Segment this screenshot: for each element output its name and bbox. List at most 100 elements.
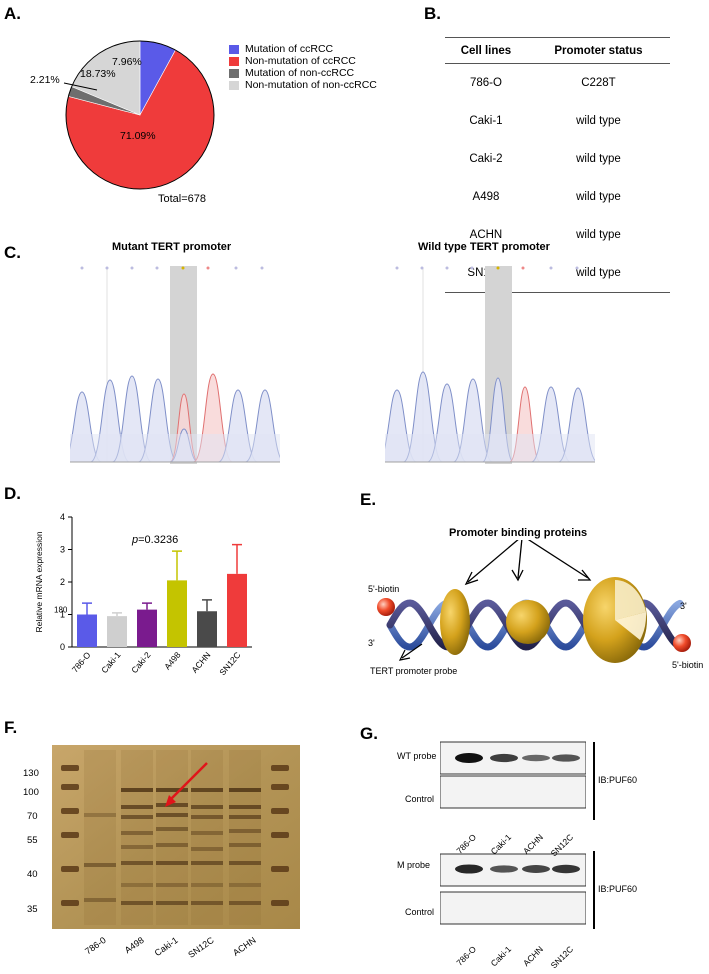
probe-label: TERT promoter probe [370,666,458,676]
chromatogram-wildtype [385,266,595,464]
pie-label-2: 71.09% [120,130,156,142]
base-call-dot [130,266,134,270]
protein-band [191,901,223,905]
biotin-right-label: 5'-biotin [672,660,704,670]
x-tick-label: Caki-2 [129,650,153,675]
protein-band [156,861,188,865]
base-call-dot [521,266,525,270]
protein-band [191,805,223,809]
bar [197,611,217,647]
three-prime-right: 3' [680,601,687,611]
blot-band [552,864,580,874]
protein-band [121,788,153,792]
gel-lane [156,750,188,925]
marker-band [61,832,79,838]
y-tick-label: 2 [60,577,65,587]
marker-band [61,784,79,790]
marker-band [271,808,289,814]
marker-band [271,866,289,872]
marker-band [61,900,79,906]
protein-band [191,861,223,865]
base-call-dot [105,266,109,270]
protein-band [229,805,261,809]
protein-band [156,813,188,817]
protein-band [84,863,116,867]
protein-band [229,861,261,865]
gel-lane [191,750,223,925]
panel-g-label: G. [360,724,378,743]
panel-d-label: D. [4,484,21,503]
row-label-m: M probe [397,860,431,870]
base-call-dot [496,266,500,270]
protein-band [229,829,261,833]
protein-2 [506,600,550,644]
base-call-dot [181,266,185,270]
p-value-annotation: p=0.3236 [131,534,178,546]
gel-lane [229,750,261,925]
base-call-dot [234,266,238,270]
blot-band [455,864,483,874]
y-axis-label: Relative mRNA expression [34,531,44,632]
protein-band [191,831,223,835]
legend-item: Mutation of non-ccRCC [229,67,377,79]
marker-40: 40 [27,869,38,880]
biotin-left-label: 5'-biotin [368,584,400,594]
marker-band [61,808,79,814]
y-tick-label: 4 [60,512,65,522]
protein-1 [440,589,470,655]
blot-band [522,754,550,762]
marker-band [61,866,79,872]
protein-band [121,815,153,819]
base-call-dot [445,266,449,270]
legend-swatch [229,56,239,66]
panel-c-label: C. [4,243,21,262]
marker-55: 55 [27,835,38,846]
marker-130: 130 [23,768,39,779]
panel-f-label: F. [4,718,18,737]
protein-band [229,843,261,847]
protein-band [121,805,153,809]
blot-band [490,753,518,763]
protein-band [191,815,223,819]
pie-chart [63,40,215,190]
marker-band [271,832,289,838]
x-tick-label: Caki-1 [99,650,123,675]
x-tick-label: 786-O [70,650,93,675]
blot-box [440,775,586,809]
protein-band [229,815,261,819]
gel-lane-label: ACHN [231,935,258,958]
protein-band [121,901,153,905]
ib-label-1: IB:PUF60 [598,775,638,785]
table-header: Cell lines [445,37,527,64]
base-call-dot [206,266,210,270]
marker-band [271,784,289,790]
blot-band [522,865,550,873]
base-call-dot [155,266,159,270]
bar [77,614,97,647]
x-tick-label: SN12C [217,650,242,677]
marker-band [61,765,79,771]
biotin-left [377,598,395,616]
base-call-dot [260,266,264,270]
x-tick-label: ACHN [189,650,212,675]
protein-band [121,845,153,849]
marker-band [271,765,289,771]
y-tick-label: 0 [60,642,65,652]
base-call-dot [80,266,84,270]
bar [107,616,127,647]
marker-70: 70 [27,811,38,822]
pie-legend: Mutation of ccRCC Non-mutation of ccRCC … [229,43,377,91]
protein-band [191,788,223,792]
protein-band [229,901,261,905]
protein-band [84,813,116,817]
bar [167,580,187,647]
y-tick-label: 1 [60,610,65,620]
chromatogram-title-mutant: Mutant TERT promoter [112,241,232,253]
protein-band [156,827,188,831]
extra-tick-label: 180 [54,606,68,615]
